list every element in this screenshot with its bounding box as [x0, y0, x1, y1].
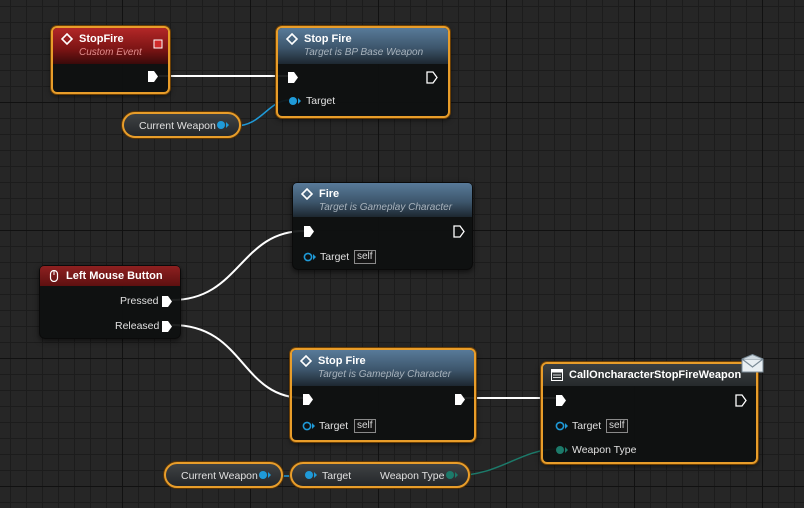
- call-dispatcher-node[interactable]: CallOncharacterStopFireWeapon Target sel…: [541, 362, 758, 464]
- exec-out-pin[interactable]: [426, 71, 438, 84]
- stopfire-event-node[interactable]: StopFire Custom Event: [51, 26, 170, 94]
- exec-wire-pressed: [171, 230, 305, 301]
- pin-label-weapon-type: Weapon Type: [380, 470, 445, 482]
- function-diamond-icon: [300, 355, 312, 367]
- node-title: CallOncharacterStopFireWeapon: [569, 369, 742, 381]
- node-subtitle: Target is Gameplay Character: [319, 202, 453, 213]
- object-out-pin[interactable]: [258, 470, 272, 480]
- pin-label-released: Released: [115, 320, 160, 332]
- envelope-icon: [741, 354, 764, 373]
- event-square-icon: [153, 39, 163, 49]
- object-pin-target[interactable]: [302, 421, 316, 431]
- exec-out-pin[interactable]: [735, 394, 747, 407]
- pin-label-weapon-type: Weapon Type: [572, 444, 637, 456]
- pin-label-target: Target: [319, 420, 349, 432]
- pin-label-target: Target: [320, 251, 350, 263]
- function-diamond-icon: [61, 33, 73, 45]
- object-pin-target[interactable]: [303, 252, 317, 262]
- node-header: CallOncharacterStopFireWeapon: [543, 364, 756, 386]
- exec-in-pin[interactable]: [555, 394, 567, 407]
- self-default-value[interactable]: self: [354, 250, 376, 264]
- stop-fire-character-node[interactable]: Stop Fire Target is Gameplay Character T…: [290, 348, 476, 442]
- self-default-value[interactable]: self: [606, 419, 628, 433]
- node-header: Stop Fire Target is BP Base Weapon: [278, 28, 448, 64]
- exec-in-pin[interactable]: [287, 71, 299, 84]
- function-diamond-icon: [286, 33, 298, 45]
- exec-wire-released: [171, 324, 305, 399]
- node-header: Stop Fire Target is Gameplay Character: [292, 350, 474, 386]
- current-weapon-variable-node[interactable]: Current Weapon: [122, 112, 241, 138]
- current-weapon-variable-node-2[interactable]: Current Weapon: [164, 462, 283, 488]
- node-subtitle: Target is BP Base Weapon: [304, 47, 424, 58]
- object-pin-target[interactable]: [288, 96, 302, 106]
- function-diamond-icon: [301, 188, 313, 200]
- exec-out-pin[interactable]: [453, 225, 465, 238]
- exec-out-pin-pressed[interactable]: [161, 295, 173, 308]
- pin-label-target: Target: [322, 470, 352, 482]
- variable-label: Current Weapon: [139, 120, 216, 132]
- pin-label-target: Target: [572, 420, 602, 432]
- fire-node[interactable]: Fire Target is Gameplay Character Target…: [292, 182, 473, 270]
- self-default-value[interactable]: self: [354, 419, 376, 433]
- pin-label-pressed: Pressed: [120, 295, 159, 307]
- exec-in-pin[interactable]: [302, 393, 314, 406]
- enum-out-pin[interactable]: [445, 470, 459, 480]
- enum-pin-weapon-type[interactable]: [555, 445, 569, 455]
- object-out-pin[interactable]: [216, 120, 230, 130]
- exec-in-pin[interactable]: [303, 225, 315, 238]
- exec-out-pin[interactable]: [454, 393, 466, 406]
- node-header: StopFire Custom Event: [53, 28, 168, 64]
- dispatcher-icon: [551, 369, 563, 381]
- node-title: Left Mouse Button: [66, 270, 163, 282]
- node-header: Left Mouse Button: [40, 266, 180, 286]
- node-subtitle: Custom Event: [79, 47, 142, 58]
- node-title: Stop Fire: [318, 355, 366, 367]
- mouse-icon: [49, 270, 59, 282]
- node-header: Fire Target is Gameplay Character: [293, 183, 472, 217]
- exec-out-pin-released[interactable]: [161, 320, 173, 333]
- node-title: StopFire: [79, 33, 124, 45]
- left-mouse-button-node[interactable]: Left Mouse Button Pressed Released: [39, 265, 181, 339]
- pin-label-target: Target: [306, 95, 336, 107]
- stop-fire-weapon-node[interactable]: Stop Fire Target is BP Base Weapon Targe…: [276, 26, 450, 118]
- node-title: Fire: [319, 188, 340, 200]
- node-subtitle: Target is Gameplay Character: [318, 369, 452, 380]
- exec-out-pin[interactable]: [147, 70, 159, 83]
- get-weapon-type-node[interactable]: Target Weapon Type: [290, 462, 470, 488]
- variable-label: Current Weapon: [181, 470, 258, 482]
- node-title: Stop Fire: [304, 33, 352, 45]
- object-pin-target[interactable]: [555, 421, 569, 431]
- object-pin-target[interactable]: [304, 470, 318, 480]
